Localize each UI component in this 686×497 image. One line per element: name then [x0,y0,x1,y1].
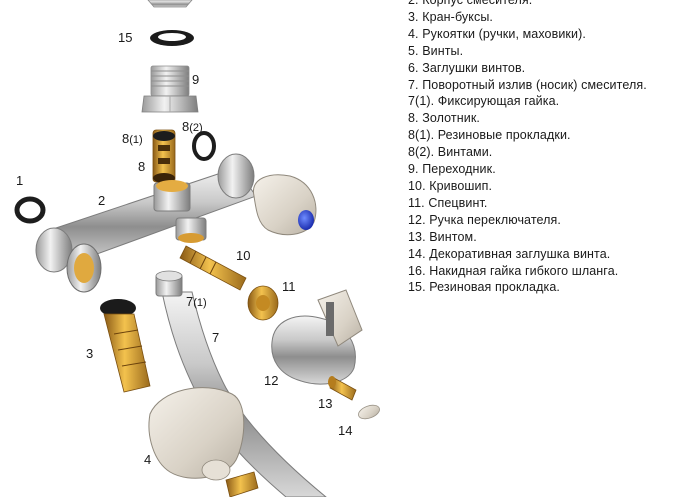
part-3-cartridge [100,299,151,393]
legend-item: 9. Переходник. [408,162,496,177]
callout-7: 7 [212,330,219,345]
part-2-mixer-body [35,153,257,293]
part-11-special-screw [247,285,279,321]
callout-9: 9 [192,72,199,87]
legend-item: 13. Винтом. [408,229,477,244]
callout-2: 2 [98,193,105,208]
legend-item: 7. Поворотный излив (носик) смесителя. [408,77,647,92]
callout-10: 10 [236,248,250,263]
callout-7-1: 7(1) [186,294,207,309]
callout-13: 13 [318,396,332,411]
part-15-rubber-gasket [150,30,194,46]
part-12-switch-handle [271,289,363,385]
legend-item: 16. Накидная гайка гибкого шланга. [408,263,619,278]
part-4-handle [148,387,245,481]
part-13-screw [328,376,357,401]
callout-4: 4 [144,452,151,467]
legend-item: 10. Кривошип. [408,178,493,193]
legend-item: 3. Кран-буксы. [408,9,493,24]
legend-item: 15. Резиновая прокладка. [408,280,560,295]
parts-legend: 2. Корпус смесителя. 3. Кран-буксы. 4. Р… [408,0,686,296]
legend-item: 8. Золотник. [408,111,480,126]
legend-item: 4. Рукоятки (ручки, маховики). [408,26,586,41]
callout-3: 3 [86,346,93,361]
callout-12: 12 [264,373,278,388]
part-5-screw [225,471,259,497]
legend-item: 2. Корпус смесителя. [408,0,533,7]
legend-item: 8(2). Винтами. [408,145,493,160]
legend-item: 11. Спецвинт. [408,195,488,210]
callout-8: 8 [138,159,145,174]
legend-item: 12. Ручка переключателя. [408,212,561,227]
callout-14: 14 [338,423,352,438]
legend-item: 8(1). Резиновые прокладки. [408,128,571,143]
legend-item: 14. Декоративная заглушка винта. [408,246,611,261]
callout-8-2: 8(2) [182,119,203,134]
callout-11: 11 [282,279,296,294]
part-1-ring [14,196,46,224]
legend-item: 6. Заглушки винтов. [408,60,526,75]
legend-item: 7(1). Фиксирующая гайка. [408,94,560,109]
part-14-decorative-cap [358,404,380,420]
part-10-crank [179,245,247,291]
top-nut-fragment [147,0,193,8]
legend-item: 5. Винты. [408,43,464,58]
part-8-spool [152,129,176,183]
body-handle-with-blue-cap [253,174,317,236]
part-9-adapter [141,65,199,113]
callout-8-1: 8(1) [122,131,143,146]
part-8-2-ring [192,131,216,161]
callout-15: 15 [118,30,132,45]
callout-1: 1 [16,173,23,188]
